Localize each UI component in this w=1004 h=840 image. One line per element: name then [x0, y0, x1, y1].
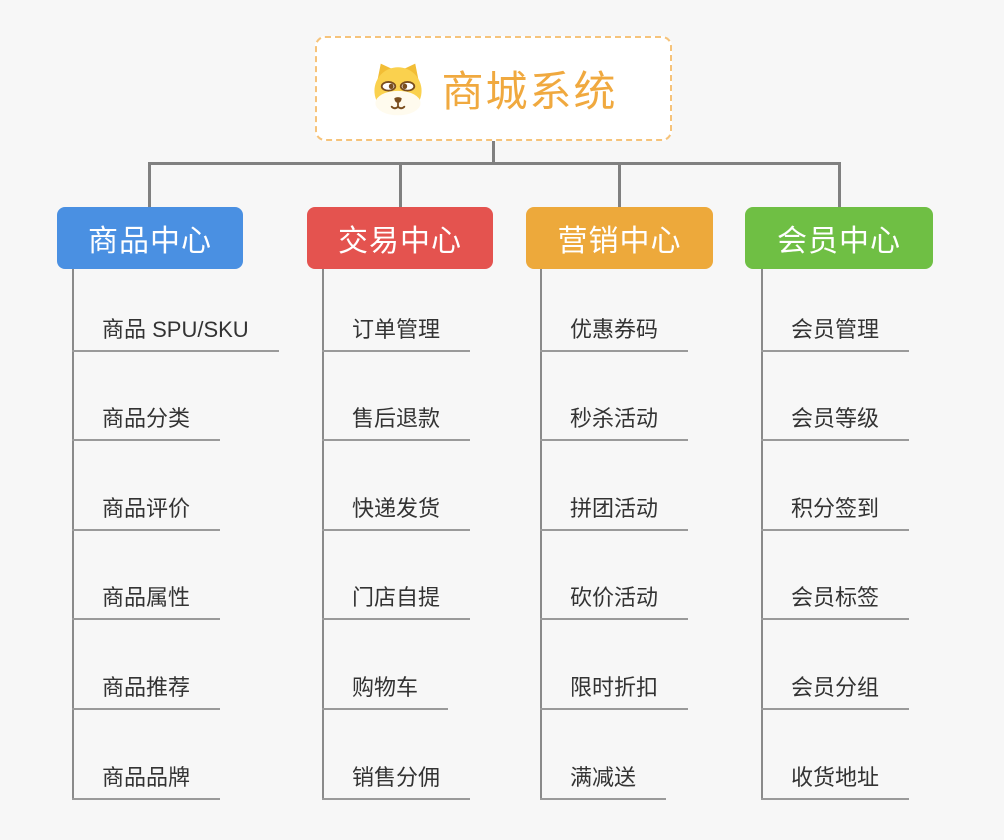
trunk-trade — [322, 269, 324, 800]
connector-drop-trade — [399, 162, 402, 207]
leaf-label: 限时折扣 — [570, 674, 659, 700]
leaf-list-trade: 订单管理 售后退款 快递发货 门店自提 购物车 销售分佣 — [322, 262, 471, 800]
leaf-label: 销售分佣 — [352, 764, 441, 790]
leaf-label: 会员分组 — [791, 674, 880, 700]
branch-box-product-center[interactable]: 商品中心 — [57, 207, 243, 269]
leaf-node[interactable]: 砍价活动 — [540, 531, 689, 621]
leaf-list-product: 商品 SPU/SKU 商品分类 商品评价 商品属性 商品推荐 商品品牌 — [72, 262, 279, 800]
leaf-node[interactable]: 积分签到 — [761, 441, 910, 531]
leaf-label: 积分签到 — [791, 495, 880, 521]
leaf-node[interactable]: 商品 SPU/SKU — [72, 262, 279, 352]
leaf-label: 收货地址 — [791, 764, 880, 790]
leaf-label: 会员管理 — [791, 316, 880, 342]
connector-root-stem — [492, 139, 495, 164]
leaf-label: 门店自提 — [352, 585, 441, 611]
leaf-node[interactable]: 销售分佣 — [322, 710, 471, 800]
root-node[interactable]: 商城系统 — [315, 36, 672, 141]
branch-label: 交易中心 — [338, 225, 462, 258]
trunk-member — [761, 269, 763, 800]
branch-label: 营销中心 — [557, 225, 682, 258]
leaf-label: 商品推荐 — [102, 674, 191, 700]
leaf-label: 快递发货 — [352, 495, 441, 521]
leaf-label: 商品属性 — [102, 585, 191, 611]
leaf-node[interactable]: 满减送 — [540, 710, 667, 800]
branch-label: 会员中心 — [777, 225, 901, 258]
leaf-label: 售后退款 — [352, 406, 441, 432]
leaf-node[interactable]: 秒杀活动 — [540, 352, 689, 442]
trunk-product — [72, 269, 74, 800]
root-title: 商城系统 — [441, 68, 618, 115]
leaf-label: 优惠券码 — [570, 316, 659, 342]
leaf-node[interactable]: 商品品牌 — [72, 710, 221, 800]
leaf-label: 订单管理 — [352, 316, 441, 342]
leaf-label: 商品 SPU/SKU — [102, 316, 249, 342]
trunk-marketing — [540, 269, 542, 800]
branch-label: 商品中心 — [88, 225, 212, 258]
leaf-node[interactable]: 会员标签 — [761, 531, 910, 621]
branch-box-trade-center[interactable]: 交易中心 — [307, 207, 493, 269]
leaf-label: 秒杀活动 — [570, 406, 659, 432]
leaf-label: 商品评价 — [102, 495, 191, 521]
leaf-label: 会员标签 — [791, 585, 880, 611]
leaf-node[interactable]: 优惠券码 — [540, 262, 689, 352]
branch-box-marketing-center[interactable]: 营销中心 — [526, 207, 713, 269]
leaf-node[interactable]: 拼团活动 — [540, 441, 689, 531]
leaf-node[interactable]: 收货地址 — [761, 710, 910, 800]
leaf-node[interactable]: 限时折扣 — [540, 620, 689, 710]
connector-drop-product — [148, 162, 151, 207]
leaf-label: 购物车 — [352, 674, 419, 700]
connector-horizontal-bar — [148, 162, 841, 165]
leaf-label: 商品分类 — [102, 406, 191, 432]
leaf-list-marketing: 优惠券码 秒杀活动 拼团活动 砍价活动 限时折扣 满减送 — [540, 262, 689, 800]
leaf-node[interactable]: 商品属性 — [72, 531, 221, 621]
connector-drop-member — [838, 162, 841, 207]
leaf-label: 满减送 — [570, 764, 637, 790]
leaf-label: 商品品牌 — [102, 764, 191, 790]
leaf-node[interactable]: 会员等级 — [761, 352, 910, 442]
branch-box-member-center[interactable]: 会员中心 — [745, 207, 933, 269]
leaf-node[interactable]: 售后退款 — [322, 352, 471, 442]
connector-drop-marketing — [618, 162, 621, 207]
leaf-node[interactable]: 商品评价 — [72, 441, 221, 531]
leaf-node[interactable]: 商品分类 — [72, 352, 221, 442]
leaf-label: 拼团活动 — [570, 495, 659, 521]
leaf-node[interactable]: 快递发货 — [322, 441, 471, 531]
leaf-node[interactable]: 购物车 — [322, 620, 449, 710]
leaf-node[interactable]: 订单管理 — [322, 262, 471, 352]
leaf-node[interactable]: 会员管理 — [761, 262, 910, 352]
leaf-list-member: 会员管理 会员等级 积分签到 会员标签 会员分组 收货地址 — [761, 262, 910, 800]
leaf-node[interactable]: 商品推荐 — [72, 620, 221, 710]
leaf-node[interactable]: 会员分组 — [761, 620, 910, 710]
leaf-node[interactable]: 门店自提 — [322, 531, 471, 621]
dog-face-icon — [374, 63, 423, 115]
leaf-label: 砍价活动 — [570, 585, 659, 611]
leaf-label: 会员等级 — [791, 406, 880, 432]
